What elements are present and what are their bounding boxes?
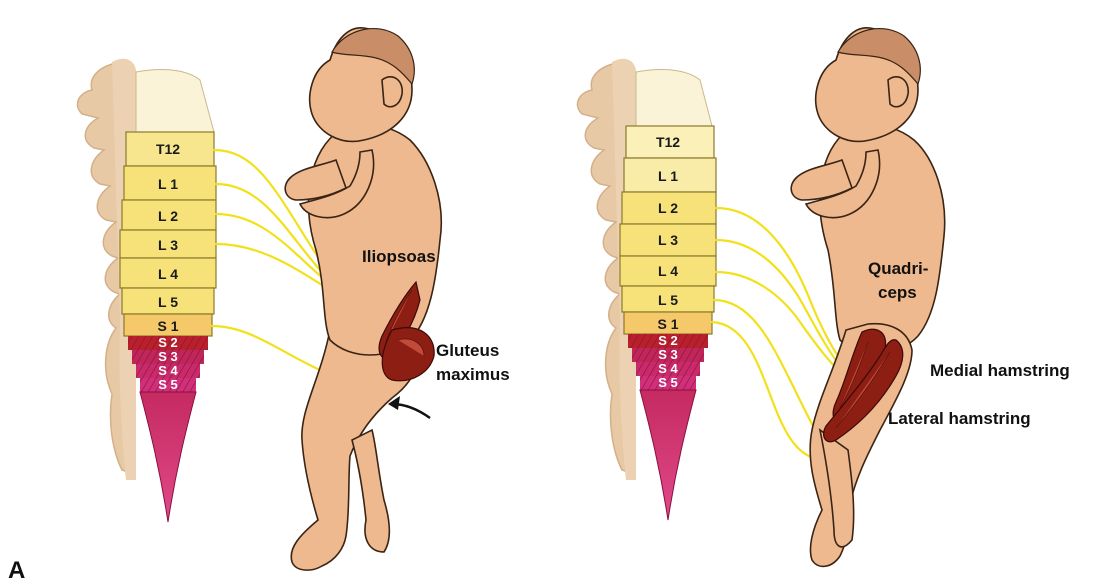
svg-text:L 1: L 1	[158, 176, 178, 192]
svg-text:T12: T12	[156, 141, 180, 157]
segment-s4-left: S 4	[136, 363, 200, 378]
label-quadriceps-line2: ceps	[878, 283, 917, 302]
svg-text:S 4: S 4	[158, 363, 178, 378]
segment-l1-right: L 1	[624, 158, 716, 192]
svg-text:S 1: S 1	[657, 316, 678, 332]
svg-text:S 2: S 2	[158, 335, 178, 350]
segment-s5-right: S 5	[640, 375, 696, 390]
segment-l2-left: L 2	[122, 200, 216, 230]
label-medial-hamstring: Medial hamstring	[930, 361, 1070, 380]
label-iliopsoas: Iliopsoas	[362, 247, 436, 266]
infant-figure-right	[791, 28, 944, 567]
segment-l1-left: L 1	[124, 166, 216, 200]
panel-letter: A	[8, 557, 25, 584]
label-gluteus-line1: Gluteus	[436, 341, 499, 360]
segment-t12-right: T12	[626, 126, 714, 158]
segment-l2-right: L 2	[622, 192, 716, 224]
segment-s2-left: S 2	[128, 335, 208, 350]
segment-s5-left: S 5	[140, 377, 196, 392]
svg-text:S 5: S 5	[158, 377, 178, 392]
segment-l3-right: L 3	[620, 224, 716, 256]
segment-s4-right: S 4	[636, 361, 700, 376]
svg-text:L 4: L 4	[158, 266, 178, 282]
cord-tail-right	[640, 390, 696, 520]
svg-text:S 3: S 3	[158, 349, 178, 364]
svg-text:S 5: S 5	[658, 375, 678, 390]
segment-s1-right: S 1	[624, 312, 712, 334]
svg-text:L 3: L 3	[658, 232, 678, 248]
svg-text:T12: T12	[656, 134, 680, 150]
infant-figure-left	[285, 28, 441, 570]
cord-tail-left	[140, 392, 196, 522]
label-quadriceps-line1: Quadri-	[868, 259, 928, 278]
segment-l3-left: L 3	[120, 230, 216, 258]
segment-s1-left: S 1	[124, 314, 212, 336]
label-gluteus-line2: maximus	[436, 365, 510, 384]
segment-l4-left: L 4	[120, 258, 216, 288]
svg-text:L 5: L 5	[158, 294, 178, 310]
svg-text:L 4: L 4	[658, 263, 678, 279]
segment-t12-left: T12	[126, 132, 214, 166]
svg-text:L 2: L 2	[658, 200, 678, 216]
segment-l4-right: L 4	[620, 256, 716, 286]
segment-s3-right: S 3	[632, 347, 704, 362]
right-panel: T12 L 1 L 2 L 3 L 4 L 5	[577, 28, 1069, 567]
svg-text:S 1: S 1	[157, 318, 178, 334]
svg-text:S 4: S 4	[658, 361, 678, 376]
segment-s2-right: S 2	[628, 333, 708, 348]
svg-text:L 1: L 1	[658, 168, 678, 184]
svg-text:S 3: S 3	[658, 347, 678, 362]
svg-text:S 2: S 2	[658, 333, 678, 348]
svg-text:L 2: L 2	[158, 208, 178, 224]
svg-text:L 3: L 3	[158, 237, 178, 253]
label-lateral-hamstring: Lateral hamstring	[888, 409, 1031, 428]
left-panel: T12 L 1 L 2 L 3 L 4 L 5	[77, 28, 509, 570]
segment-l5-left: L 5	[122, 288, 214, 314]
svg-text:L 5: L 5	[658, 292, 678, 308]
gluteus-maximus-muscle	[382, 328, 434, 381]
segment-l5-right: L 5	[622, 286, 714, 312]
segment-s3-left: S 3	[132, 349, 204, 364]
